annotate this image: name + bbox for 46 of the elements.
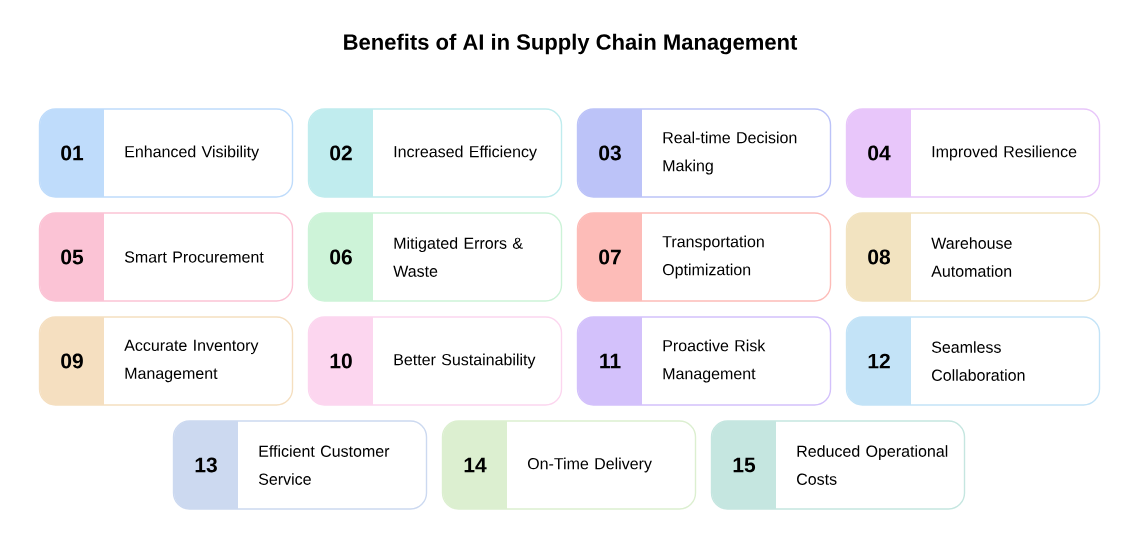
benefit-card	[710, 420, 966, 510]
number: 14	[464, 457, 487, 473]
number: 02	[330, 145, 352, 161]
benefit-text: Real-time Decision Making	[663, 131, 797, 175]
number: 13	[195, 457, 217, 473]
benefit-card	[38, 316, 294, 406]
benefit-text: Reduced Operational Costs	[797, 445, 948, 485]
number: 10	[330, 353, 352, 369]
benefit-card	[845, 108, 1101, 198]
benefit-text: Improved Resilience	[932, 145, 1077, 161]
benefit-text: Transportation Optimization	[662, 235, 764, 279]
benefit-text: Accurate Inventory Management	[124, 339, 259, 383]
benefit-text: Seamless Collaboration	[931, 341, 1025, 381]
benefit-card	[307, 316, 563, 406]
benefit-text: Efficient Customer Service	[258, 445, 390, 485]
benefit-card	[307, 108, 563, 198]
number: 03	[599, 145, 621, 161]
benefit-text: Warehouse Automation	[931, 237, 1012, 277]
benefit-text: Enhanced Visibility	[125, 145, 260, 161]
benefit-card	[38, 212, 294, 302]
benefit-card	[576, 316, 832, 406]
benefit-text: Proactive Risk Management	[663, 339, 766, 383]
number: 11	[600, 353, 621, 369]
number: 09	[61, 353, 83, 369]
number: 12	[868, 353, 890, 369]
title: Benefits of AI in Supply Chain Management	[344, 33, 798, 55]
number: 15	[733, 457, 756, 473]
benefit-text: Increased Efficiency	[394, 145, 537, 161]
number: 04	[868, 145, 891, 161]
benefit-card	[576, 212, 832, 302]
benefit-text: Better Sustainability	[394, 353, 536, 369]
benefit-text: Smart Procurement	[124, 251, 264, 263]
number: 01	[61, 145, 84, 161]
number: 08	[868, 249, 891, 265]
benefit-text: On-Time Delivery	[527, 457, 652, 473]
benefit-card	[172, 420, 428, 510]
number: 07	[599, 249, 621, 265]
benefit-text: Mitigated Errors & Waste	[393, 237, 523, 277]
benefit-card	[576, 108, 832, 198]
benefit-card	[38, 108, 294, 198]
number: 06	[330, 249, 352, 265]
benefit-card	[845, 212, 1101, 302]
number: 05	[61, 249, 84, 265]
benefit-card	[845, 316, 1101, 406]
benefit-card	[441, 420, 697, 510]
benefit-card	[307, 212, 563, 302]
